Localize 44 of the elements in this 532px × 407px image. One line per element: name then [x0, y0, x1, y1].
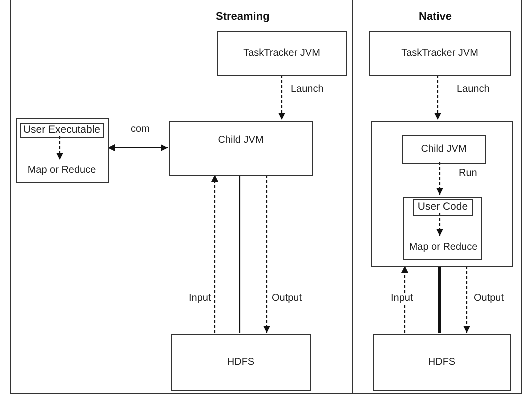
edge-label: com — [130, 124, 151, 135]
edge-label: Run — [458, 168, 478, 179]
container-box — [403, 197, 482, 260]
edge-label: Output — [271, 293, 304, 304]
node-label: User Executable — [23, 124, 101, 136]
arrow — [434, 75, 442, 120]
arrow — [436, 162, 444, 195]
arrow — [264, 175, 270, 333]
process-box — [217, 31, 347, 76]
process-box — [373, 334, 511, 391]
node-label: Map or Reduce — [28, 164, 96, 176]
arrow — [402, 266, 408, 333]
edge-label: Launch — [290, 84, 325, 95]
process-box — [169, 121, 313, 176]
edge-label: Output — [473, 293, 506, 304]
node-label: HDFS — [428, 357, 456, 368]
connector-line — [239, 175, 241, 333]
panel-heading: Streaming — [216, 11, 270, 23]
process-box — [20, 123, 104, 138]
panel — [352, 0, 522, 394]
arrow — [436, 213, 444, 236]
arrow — [278, 75, 286, 120]
panel-heading: Native — [419, 11, 452, 23]
node-label: Map or Reduce — [409, 242, 478, 253]
arrow — [212, 175, 218, 333]
container-box — [371, 121, 513, 267]
edge-label: Input — [390, 293, 414, 304]
container-box — [16, 118, 109, 183]
arrow — [108, 144, 168, 152]
node-label: Child JVM — [218, 135, 264, 146]
arrow — [464, 266, 470, 333]
node-label: HDFS — [227, 357, 255, 368]
edge-label: Input — [188, 293, 212, 304]
process-box — [413, 199, 473, 216]
node-label: TaskTracker JVM — [402, 48, 478, 59]
arrow — [56, 136, 64, 160]
edge-label: Launch — [456, 84, 491, 95]
process-box — [171, 334, 311, 391]
process-box — [402, 135, 486, 164]
node-label: TaskTracker JVM — [244, 48, 320, 59]
connector-line — [438, 266, 442, 333]
node-label: Child JVM — [421, 144, 467, 155]
node-label: User Code — [418, 202, 468, 214]
process-box — [369, 31, 511, 76]
